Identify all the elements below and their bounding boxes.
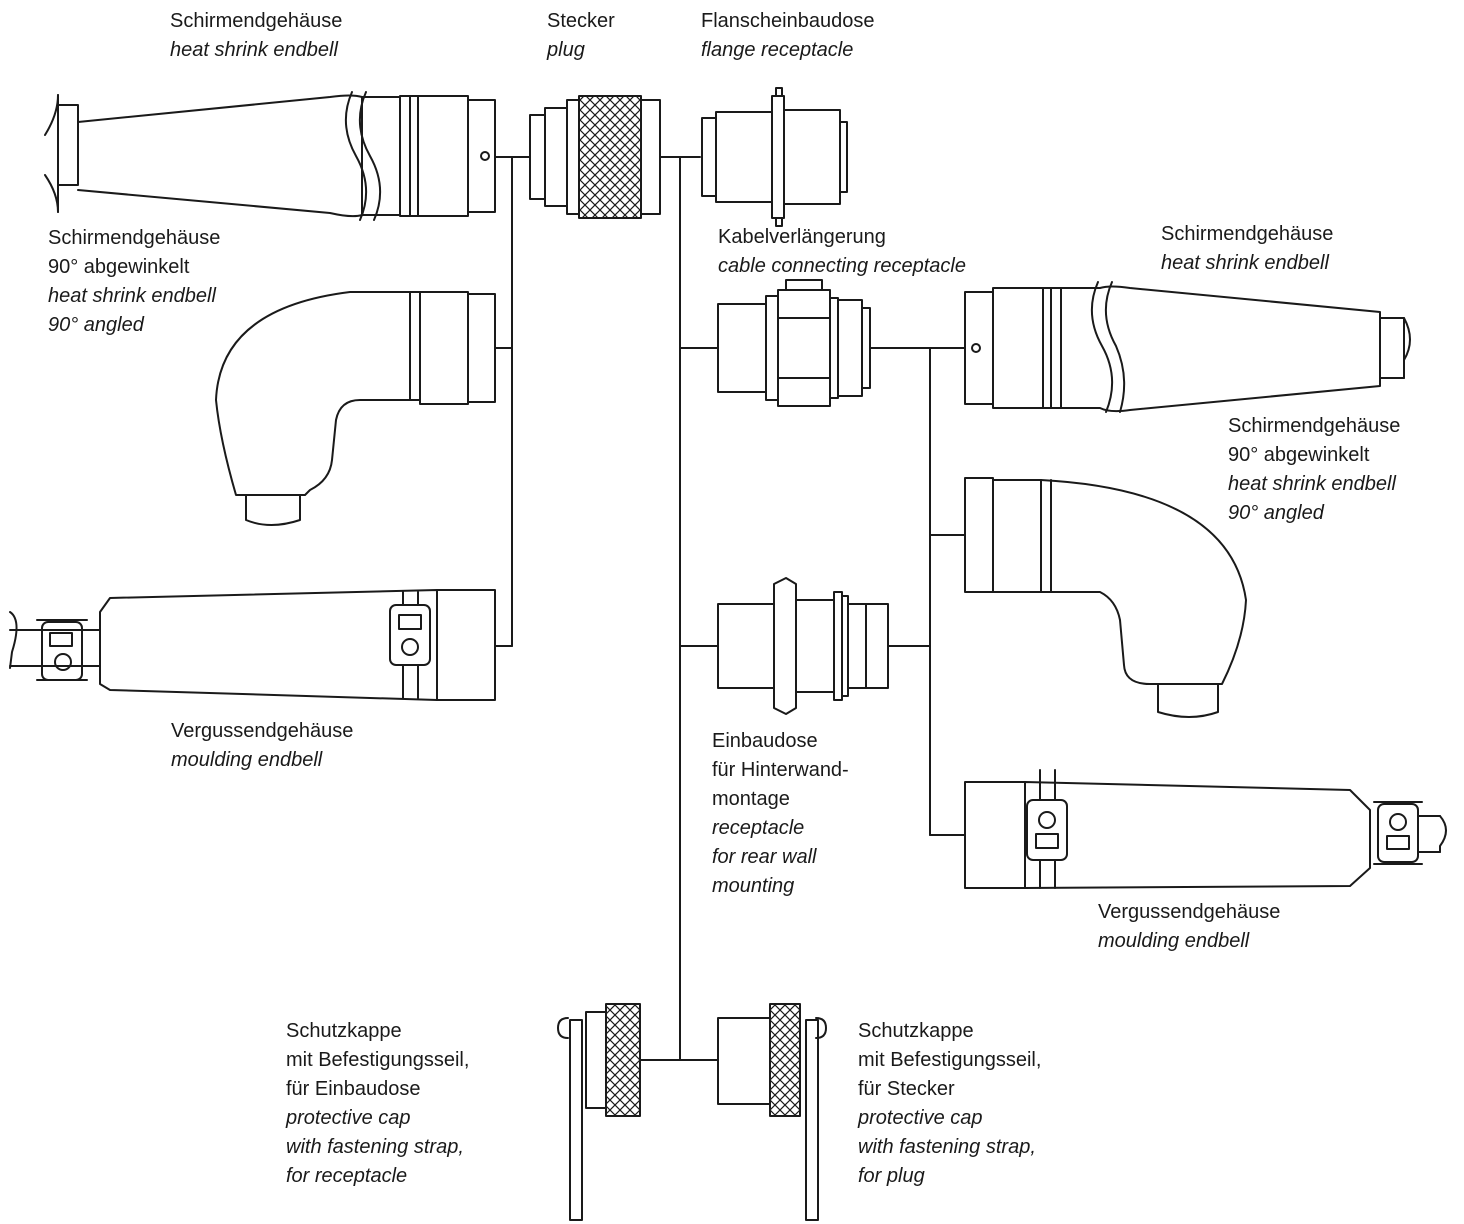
label-de: Vergussendgehäuse: [171, 720, 354, 742]
label-de: Kabelverlängerung: [718, 226, 886, 248]
label-en: with fastening strap,: [858, 1136, 1036, 1158]
label-de: mit Befestigungsseil,: [858, 1049, 1042, 1071]
label-de: Einbaudose: [712, 730, 818, 752]
label-en: protective cap: [858, 1107, 983, 1129]
label-moulding-right: Vergussendgehäuse moulding endbell: [1098, 898, 1280, 956]
label-flange-receptacle: Flanscheinbaudose flange receptacle: [701, 7, 874, 65]
label-heat-shrink-right: Schirmendgehäuse heat shrink endbell: [1161, 220, 1333, 278]
label-en: cable connecting receptacle: [718, 255, 966, 277]
label-heat-shrink-left: Schirmendgehäuse heat shrink endbell: [170, 7, 342, 65]
label-cap-receptacle: Schutzkappe mit Befestigungsseil, für Ei…: [286, 1017, 469, 1191]
label-cap-plug: Schutzkappe mit Befestigungsseil, für St…: [858, 1017, 1041, 1191]
protective-cap-receptacle: [557, 1003, 641, 1221]
label-en: for plug: [858, 1165, 925, 1187]
label-cable-connecting: Kabelverlängerung cable connecting recep…: [718, 223, 966, 281]
label-en: heat shrink endbell: [48, 285, 216, 307]
connection-lines: [494, 156, 966, 1061]
angled-endbell-right: [964, 477, 1247, 718]
angled-endbell-left: [215, 291, 496, 526]
label-de: mit Befestigungsseil,: [286, 1049, 470, 1071]
label-de: für Hinterwand-: [712, 759, 849, 781]
label-angled-left: Schirmendgehäuse 90° abgewinkelt heat sh…: [48, 224, 220, 340]
label-en: plug: [547, 39, 585, 61]
label-en: receptacle: [712, 817, 805, 839]
label-angled-right: Schirmendgehäuse 90° abgewinkelt heat sh…: [1228, 412, 1400, 528]
label-de: Schirmendgehäuse: [1228, 415, 1401, 437]
label-de: für Einbaudose: [286, 1078, 421, 1100]
label-en: heat shrink endbell: [170, 39, 338, 61]
flange-receptacle: [701, 87, 848, 227]
label-en: 90° angled: [1228, 502, 1324, 524]
label-en: for rear wall: [712, 846, 817, 868]
heat-shrink-endbell-left: [44, 91, 496, 221]
label-plug: Stecker plug: [547, 7, 615, 65]
label-de: Vergussendgehäuse: [1098, 901, 1281, 923]
label-en: heat shrink endbell: [1161, 252, 1329, 274]
label-de: Schirmendgehäuse: [170, 10, 343, 32]
label-de: montage: [712, 788, 790, 810]
label-de: 90° abgewinkelt: [48, 256, 190, 278]
label-de: für Stecker: [858, 1078, 955, 1100]
rear-wall-receptacle: [717, 577, 889, 715]
moulding-endbell-left: [9, 589, 496, 701]
label-moulding-left: Vergussendgehäuse moulding endbell: [171, 717, 353, 775]
label-de: 90° abgewinkelt: [1228, 444, 1370, 466]
label-de: Schirmendgehäuse: [1161, 223, 1334, 245]
heat-shrink-endbell-right: [964, 281, 1411, 413]
plug-connector: [529, 95, 661, 219]
label-en: moulding endbell: [1098, 930, 1250, 952]
label-en: flange receptacle: [701, 39, 854, 61]
moulding-endbell-right: [964, 769, 1447, 889]
label-en: mounting: [712, 875, 795, 897]
label-en: for receptacle: [286, 1165, 408, 1187]
label-en: protective cap: [286, 1107, 411, 1129]
label-en: 90° angled: [48, 314, 144, 336]
protective-cap-plug: [717, 1003, 827, 1221]
label-en: heat shrink endbell: [1228, 473, 1396, 495]
cable-connecting-receptacle: [717, 279, 871, 407]
label-de: Flanscheinbaudose: [701, 10, 875, 32]
label-de: Stecker: [547, 10, 615, 32]
label-de: Schirmendgehäuse: [48, 227, 221, 249]
label-de: Schutzkappe: [286, 1020, 402, 1042]
label-en: with fastening strap,: [286, 1136, 464, 1158]
label-en: moulding endbell: [171, 749, 323, 771]
label-de: Schutzkappe: [858, 1020, 974, 1042]
label-rear-wall: Einbaudose für Hinterwand- montage recep…: [712, 727, 849, 901]
